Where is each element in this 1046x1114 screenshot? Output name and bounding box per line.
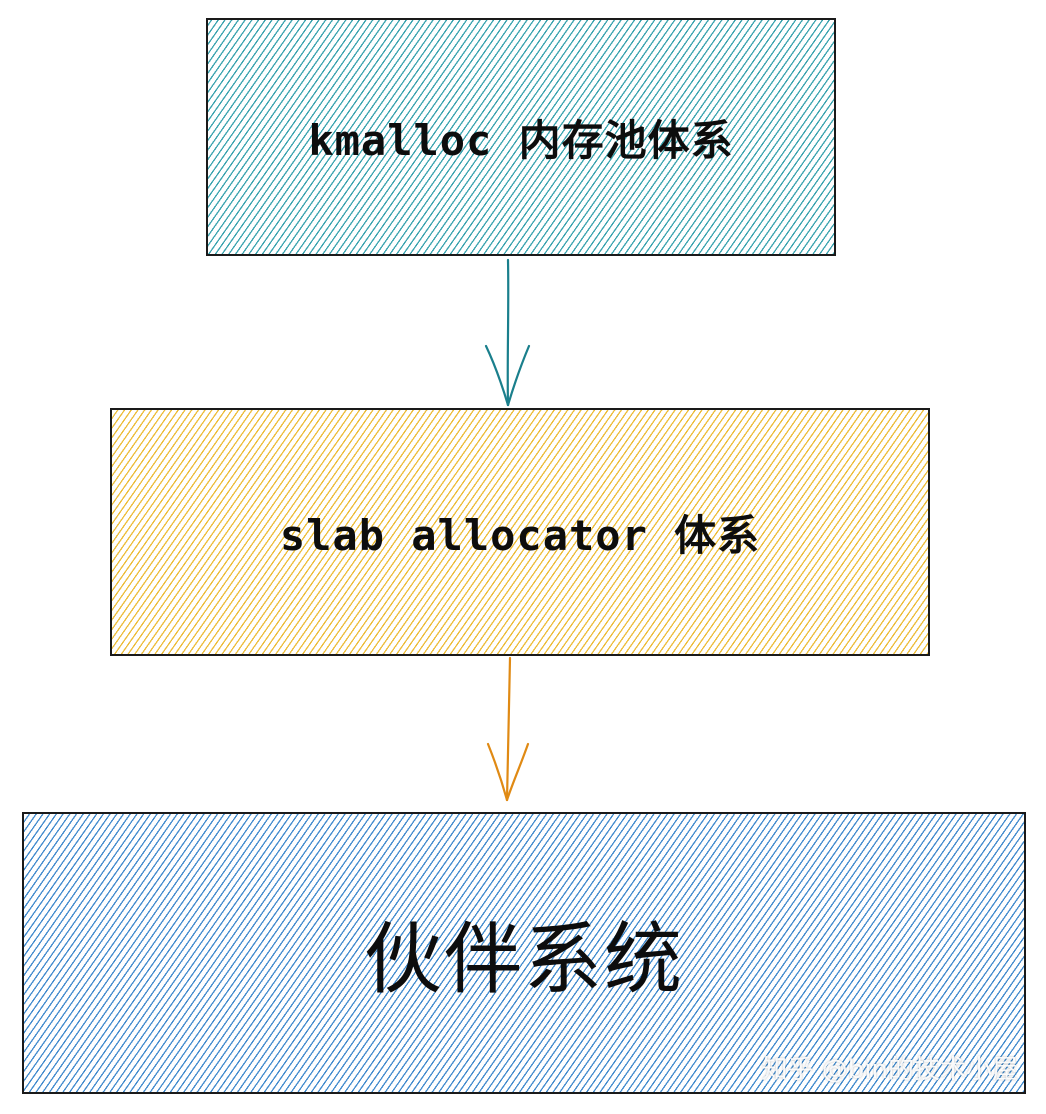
arrow-slab-to-buddy [486, 656, 530, 802]
slab-allocator-box: slab allocator 体系 [110, 408, 930, 656]
watermark-text: 知乎 @bin的技术小屋 [761, 1055, 1018, 1085]
buddy-system-box: 伙伴系统 [22, 812, 1026, 1094]
arrow-kmalloc-to-slab [484, 258, 531, 407]
kmalloc-label: kmalloc 内存池体系 [308, 115, 734, 165]
kmalloc-box: kmalloc 内存池体系 [206, 18, 836, 256]
buddy-system-label: 伙伴系统 [363, 915, 684, 1005]
slab-allocator-label: slab allocator 体系 [279, 510, 761, 560]
